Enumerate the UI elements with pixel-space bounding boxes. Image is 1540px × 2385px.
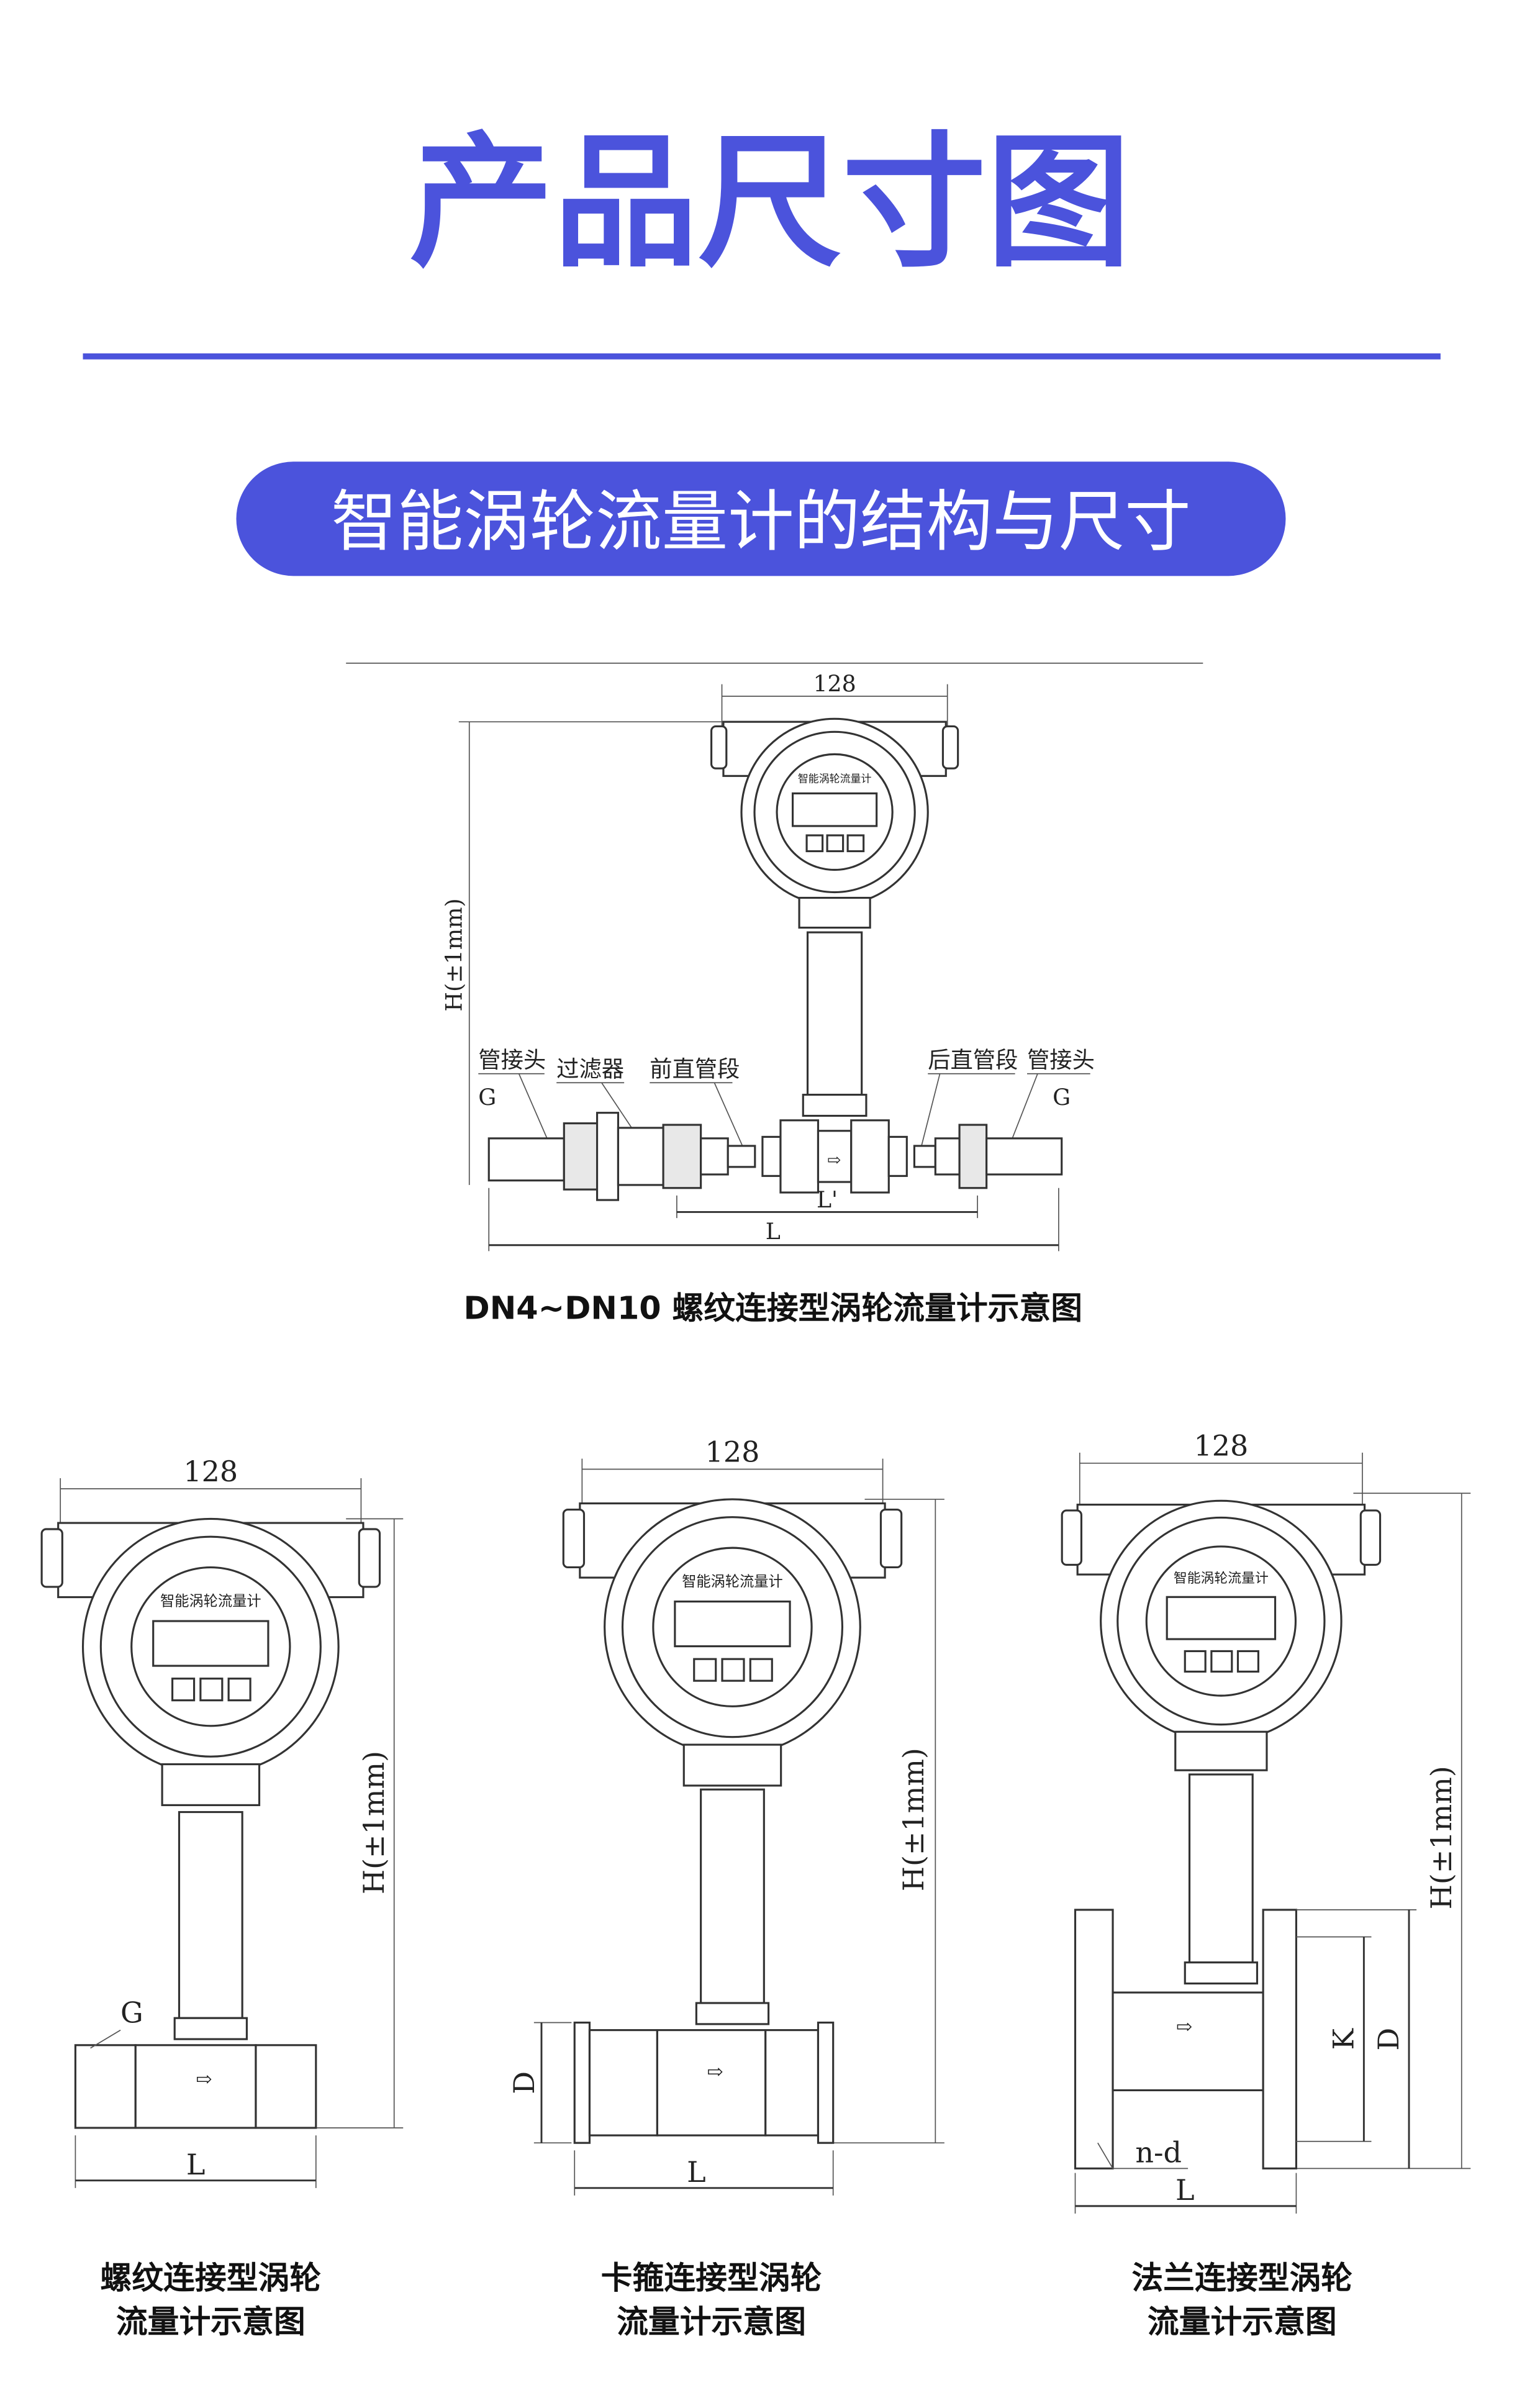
meter-face-label: 智能涡轮流量计	[1174, 1571, 1269, 1586]
l-dimension: L	[766, 1218, 781, 1245]
diagram-main: 128 H(±1mm) 管接头 过滤器 前直管段 后直管段 管接头 G G	[441, 671, 1095, 1252]
label-g-right: G	[1053, 1084, 1071, 1111]
meter-stem	[700, 1788, 765, 2004]
meter-key-button	[171, 1678, 196, 1702]
d-dimension: D	[507, 2071, 541, 2094]
caption-clamp-2: 流量计示意图	[617, 2303, 806, 2340]
l-prime-dimension: L'	[817, 1186, 838, 1213]
diagram-flange: 128 H(±1mm) ⇨ K D n-d L 智能涡轮流量计	[1061, 1429, 1471, 2214]
meter-stem	[178, 1810, 243, 2019]
meter-key-button	[721, 1658, 745, 1682]
diagram-clamp: 128 H(±1mm) ⇨ D L 智能涡轮流量计	[507, 1435, 944, 2196]
height-dimension: H(±1mm)	[357, 1751, 391, 1894]
cable-gland-right	[941, 725, 959, 770]
caption-thread-1: 螺纹连接型涡轮	[100, 2260, 321, 2296]
meter-key-button	[805, 834, 824, 853]
meter-face-label: 智能涡轮流量计	[682, 1573, 783, 1590]
width-dimension: 128	[183, 1455, 238, 1488]
g-dimension: G	[120, 1996, 143, 2029]
label-pipe-joint-right: 管接头	[1027, 1047, 1095, 1073]
page-title: 产品尺寸图	[409, 119, 1131, 287]
stem-nut	[1184, 1961, 1259, 1985]
cable-gland-left	[1061, 1509, 1082, 1566]
lcd-display	[791, 792, 878, 827]
cable-gland-left	[710, 725, 728, 770]
flow-arrow-icon: ⇨	[827, 1150, 841, 1170]
flow-arrow-icon: ⇨	[707, 2061, 723, 2083]
d-dimension: D	[1372, 2028, 1405, 2051]
caption-clamp-1: 卡箍连接型涡轮	[601, 2260, 822, 2296]
width-dimension: 128	[1194, 1429, 1248, 1463]
height-dimension: H(±1mm)	[1424, 1766, 1458, 1909]
meter-key-button	[749, 1658, 773, 1682]
caption-main: DN4~DN10 螺纹连接型涡轮流量计示意图	[464, 1289, 1083, 1326]
height-dimension: H(±1mm)	[897, 1748, 930, 1891]
height-dimension: H(±1mm)	[441, 898, 468, 1011]
label-front-straight: 前直管段	[650, 1056, 740, 1083]
meter-neck	[161, 1763, 261, 1806]
meter-face-label: 智能涡轮流量计	[798, 772, 872, 784]
flow-arrow-icon: ⇨	[1176, 2015, 1192, 2038]
meter-neck	[798, 896, 871, 929]
meter-key-button	[846, 834, 865, 853]
meter-neck	[682, 1743, 782, 1787]
meter-key-button	[1184, 1650, 1207, 1673]
lcd-display	[674, 1600, 791, 1648]
caption-thread-2: 流量计示意图	[116, 2303, 306, 2340]
diagram-thread: 128 H(±1mm) ⇨ G L 智能涡轮流量计	[40, 1455, 404, 2188]
flow-arrow-icon: ⇨	[196, 2068, 212, 2091]
meter-key-button	[1236, 1650, 1259, 1673]
meter-stem	[806, 931, 863, 1096]
meter-key-button	[693, 1658, 717, 1682]
cable-gland-left	[40, 1528, 63, 1588]
stem-nut	[802, 1094, 867, 1117]
meter-key-button	[199, 1678, 224, 1702]
cable-gland-left	[562, 1508, 586, 1569]
label-pipe-joint-left: 管接头	[478, 1047, 546, 1073]
title-divider	[83, 353, 1441, 360]
subtitle-pill	[236, 461, 1286, 576]
caption-flange-2: 流量计示意图	[1148, 2303, 1337, 2340]
meter-stem	[1188, 1773, 1254, 1964]
lcd-display	[1166, 1596, 1277, 1640]
l-dimension: L	[1175, 2173, 1195, 2207]
cable-gland-right	[358, 1528, 381, 1588]
meter-key-button	[1210, 1650, 1233, 1673]
l-dimension: L	[186, 2148, 206, 2181]
label-g-left: G	[478, 1084, 496, 1111]
l-dimension: L	[687, 2155, 706, 2189]
width-dimension: 128	[705, 1435, 760, 1468]
meter-key-button	[826, 834, 845, 853]
stem-nut	[173, 2017, 248, 2040]
width-dimension: 128	[813, 671, 856, 697]
subtitle-text: 智能涡轮流量计的结构与尺寸	[331, 483, 1191, 560]
nd-dimension: n-d	[1135, 2136, 1182, 2169]
meter-key-button	[227, 1678, 251, 1702]
cable-gland-right	[879, 1508, 903, 1569]
caption-flange-1: 法兰连接型涡轮	[1131, 2260, 1352, 2296]
cable-gland-right	[1359, 1509, 1382, 1566]
lcd-display	[152, 1620, 270, 1667]
k-dimension: K	[1326, 2027, 1360, 2050]
label-rear-straight: 后直管段	[928, 1047, 1018, 1073]
meter-face-label: 智能涡轮流量计	[160, 1592, 261, 1609]
stem-nut	[695, 2002, 770, 2025]
meter-neck	[1174, 1730, 1268, 1771]
label-filter: 过滤器	[556, 1056, 624, 1083]
